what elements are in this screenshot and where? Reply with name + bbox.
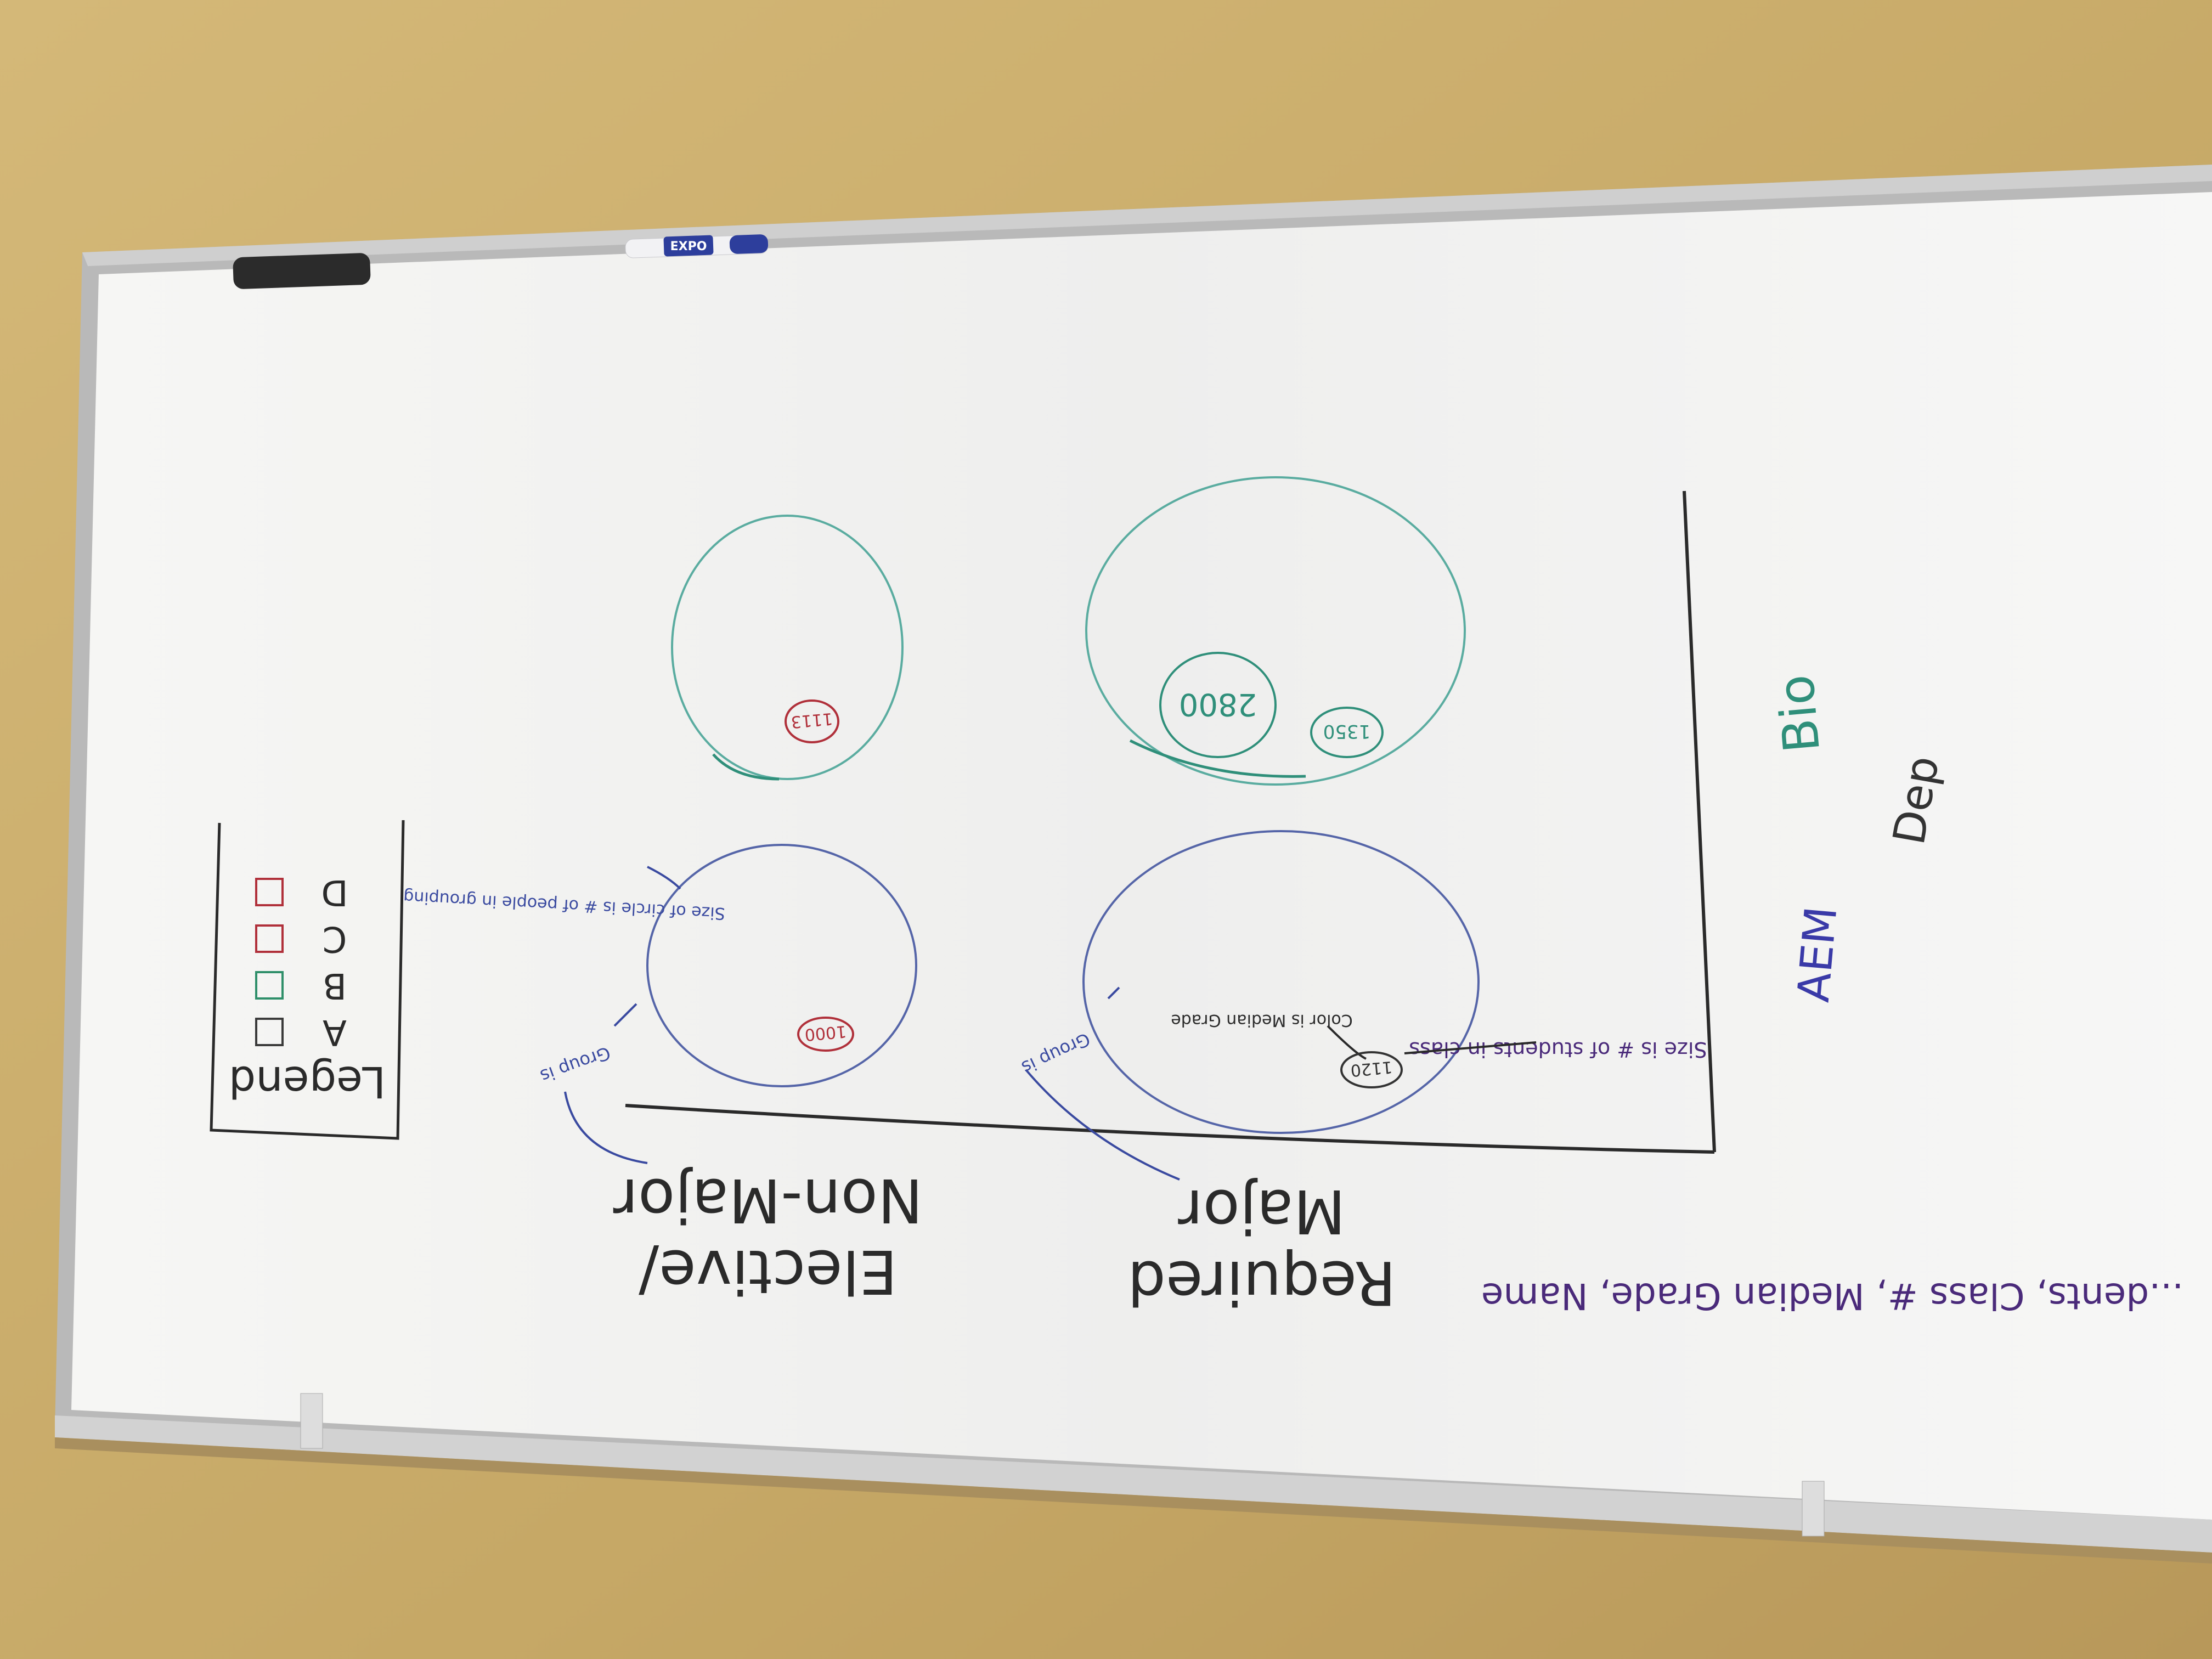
bottom-tray-edge	[55, 1437, 2212, 1564]
circle-size-arrow	[647, 866, 681, 890]
legend-item-b: B	[255, 965, 347, 1006]
legend-item-d: D	[255, 872, 348, 912]
size-arrow	[1404, 1041, 1537, 1054]
bubble-label: 1000	[804, 1022, 847, 1045]
x-axis-line	[625, 1104, 1715, 1154]
group-circles	[646, 476, 1480, 1134]
group-arrow-required	[1025, 1069, 1180, 1181]
bubble-label: 1120	[1350, 1057, 1393, 1080]
elective-label-line2: Non-Major	[613, 1165, 923, 1235]
legend-label-a: A	[323, 1012, 347, 1052]
required-bio-circle	[1085, 476, 1466, 786]
bubble-1350: 1350	[1310, 707, 1384, 758]
tray-clip	[300, 1393, 323, 1449]
required-label-line1: Required	[1127, 1248, 1396, 1318]
dept-aem-wrap: AEM	[1788, 904, 1847, 1004]
group-arrow-elective-top	[613, 1003, 637, 1027]
bubble-label: 1113	[790, 709, 833, 732]
required-label-line2: Major	[1178, 1176, 1346, 1246]
legend-label-c: C	[323, 918, 347, 959]
legend-box	[210, 820, 405, 1140]
legend-label-b: B	[323, 965, 347, 1006]
required-major-circle	[1082, 830, 1480, 1134]
elective-label-line1: Elective/	[638, 1237, 898, 1307]
marker[interactable]: EXPO	[625, 234, 769, 258]
group-arrow-required-top	[1107, 986, 1120, 1000]
elective-bio-circle	[671, 515, 904, 780]
bio-stroke	[712, 753, 780, 781]
legend-item-a: A	[255, 1012, 347, 1052]
y-axis-line	[1683, 490, 1716, 1153]
legend-swatch-d	[255, 878, 284, 906]
bottom-note: ...dents, Class #, Median Grade, Name	[1481, 1275, 2183, 1317]
bottom-note-wrap: ...dents, Class #, Median Grade, Name	[1481, 1275, 2183, 1317]
board-surface	[71, 192, 2212, 1520]
legend-label-d: D	[321, 872, 348, 912]
bubble-2800: 2800	[1159, 652, 1277, 758]
bottom-tray	[55, 1415, 2212, 1553]
top-tray	[82, 165, 2212, 266]
chart-axes	[625, 490, 1716, 1154]
legend: Legend A B C D	[210, 820, 405, 1140]
marker-brand: EXPO	[670, 240, 707, 253]
bubble-1000: 1000	[797, 1017, 854, 1052]
tray-clip	[1802, 1481, 1825, 1537]
bio-stroke	[1129, 739, 1306, 778]
group-arrow-elective	[564, 1091, 648, 1164]
bubble-label: 1350	[1323, 720, 1371, 742]
color-arrow	[1327, 1025, 1367, 1060]
dept-aem: AEM	[1788, 904, 1847, 1004]
color-note-wrap: Color is Median Grade	[1171, 1011, 1352, 1030]
legend-title: Legend	[229, 1057, 386, 1106]
legend-item-c: C	[255, 918, 347, 959]
legend-swatch-a	[255, 1018, 284, 1046]
legend-swatch-b	[255, 971, 284, 1000]
elective-nonmajor-circle	[646, 844, 917, 1087]
dept-bio-wrap: Bio	[1767, 673, 1831, 755]
legend-swatch-c	[255, 924, 284, 953]
bubble-1120: 1120	[1340, 1051, 1403, 1088]
dept-bio: Bio	[1767, 673, 1831, 755]
bubble-1113: 1113	[785, 699, 839, 743]
required-label-wrap: Required Major	[1127, 1176, 1396, 1318]
eraser[interactable]	[233, 253, 371, 290]
bubble-label: 2800	[1179, 686, 1257, 722]
elective-label-wrap: Elective/ Non-Major	[613, 1165, 923, 1307]
color-note: Color is Median Grade	[1171, 1011, 1352, 1030]
